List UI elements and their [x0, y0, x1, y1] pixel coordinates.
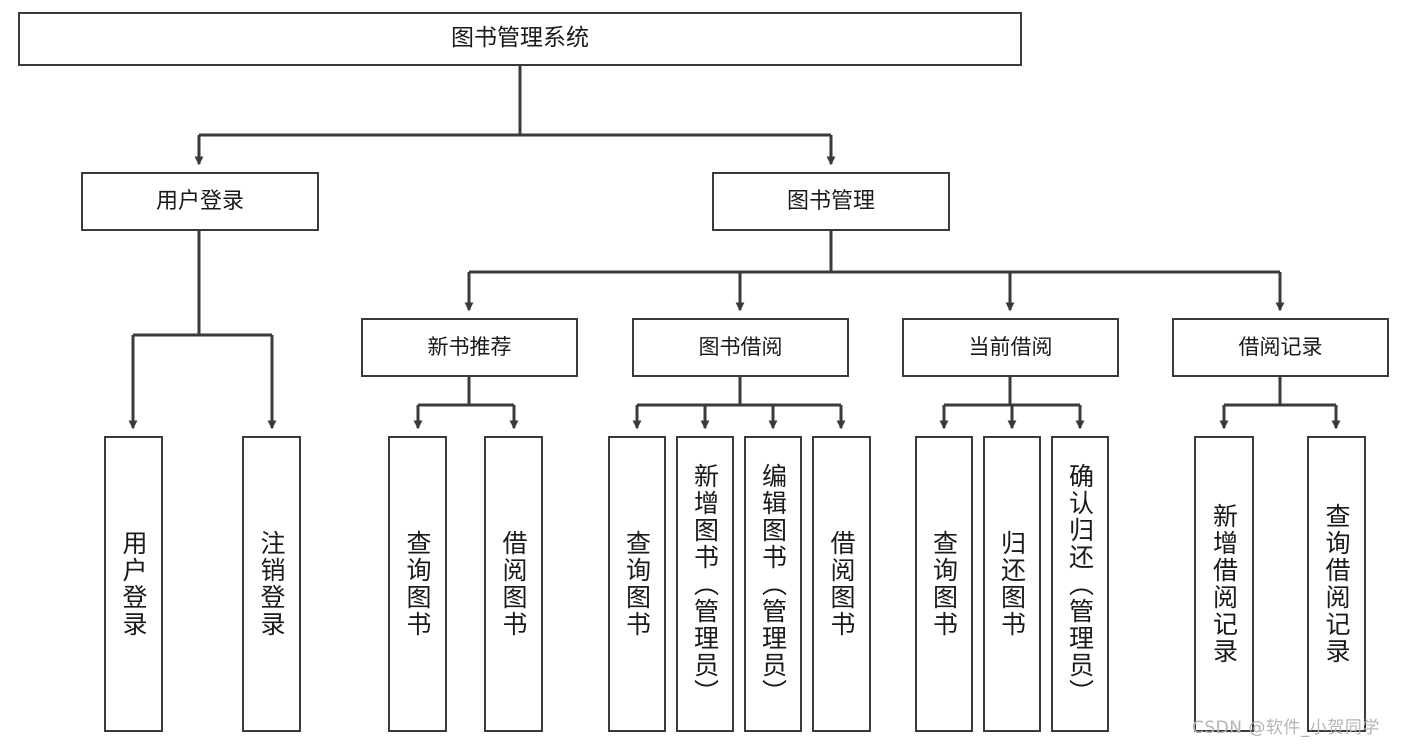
node-label: 借阅图书: [499, 530, 528, 638]
node-leaf-query-book-3[interactable]: 查询图书: [915, 436, 973, 732]
watermark-text: CSDN @软件_小贺同学: [1192, 718, 1380, 738]
node-label: 编辑图书（管理员）: [758, 462, 788, 706]
node-leaf-query-book-2[interactable]: 查询图书: [608, 436, 666, 732]
node-leaf-query-book-1[interactable]: 查询图书: [388, 436, 447, 732]
node-current-borrow[interactable]: 当前借阅: [902, 318, 1119, 377]
node-label: 用户登录: [155, 188, 244, 214]
node-leaf-query-record[interactable]: 查询借阅记录: [1307, 436, 1366, 732]
node-label: 用户登录: [119, 530, 148, 638]
node-label: 查询借阅记录: [1322, 503, 1351, 665]
node-label: 借阅图书: [827, 530, 856, 638]
node-leaf-borrow-book-1[interactable]: 借阅图书: [484, 436, 543, 732]
node-label: 图书借阅: [698, 335, 783, 360]
node-label: 新增图书（管理员）: [690, 462, 720, 706]
node-leaf-borrow-book-2[interactable]: 借阅图书: [812, 436, 871, 732]
node-label: 新书推荐: [427, 335, 512, 360]
node-leaf-edit-book[interactable]: 编辑图书（管理员）: [744, 436, 802, 732]
node-leaf-user-login[interactable]: 用户登录: [104, 436, 163, 732]
node-book-borrow[interactable]: 图书借阅: [632, 318, 849, 377]
node-label: 注销登录: [257, 530, 286, 638]
node-label: 图书管理系统: [451, 25, 589, 52]
node-leaf-return-book[interactable]: 归还图书: [983, 436, 1041, 732]
node-label: 查询图书: [622, 530, 652, 638]
node-leaf-add-book[interactable]: 新增图书（管理员）: [676, 436, 734, 732]
node-borrow-record[interactable]: 借阅记录: [1172, 318, 1389, 377]
node-user-login[interactable]: 用户登录: [81, 172, 319, 231]
node-label: 当前借阅: [968, 335, 1053, 360]
node-label: 借阅记录: [1238, 335, 1323, 360]
node-new-book-recommend[interactable]: 新书推荐: [361, 318, 578, 377]
node-root-system[interactable]: 图书管理系统: [18, 12, 1022, 66]
node-label: 新增借阅记录: [1209, 503, 1239, 665]
node-leaf-add-record[interactable]: 新增借阅记录: [1194, 436, 1254, 732]
node-leaf-confirm-return[interactable]: 确认归还（管理员）: [1051, 436, 1109, 732]
node-label: 查询图书: [929, 530, 959, 638]
node-book-manage[interactable]: 图书管理: [712, 172, 950, 231]
node-label: 确认归还（管理员）: [1065, 462, 1095, 706]
node-label: 归还图书: [997, 530, 1027, 638]
node-label: 图书管理: [786, 188, 875, 214]
node-leaf-user-logout[interactable]: 注销登录: [242, 436, 301, 732]
node-label: 查询图书: [403, 530, 432, 638]
